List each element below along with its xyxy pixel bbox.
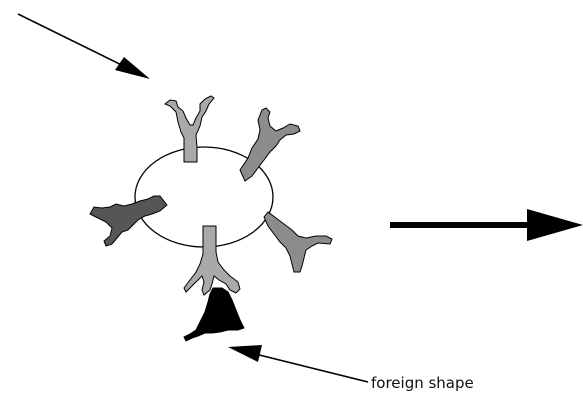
receptor-right bbox=[263, 211, 333, 273]
incoming-arrow-top bbox=[17, 13, 150, 79]
receptor-bottom bbox=[183, 225, 241, 296]
foreign-shape-label: foreign shape bbox=[371, 374, 474, 392]
receptor-upper-right bbox=[239, 107, 301, 182]
foreign-shape-arrow bbox=[228, 345, 369, 383]
receptor-left bbox=[89, 195, 168, 247]
receptor-top bbox=[164, 95, 215, 163]
result-arrow-right bbox=[390, 209, 583, 241]
foreign-shape bbox=[183, 287, 245, 342]
